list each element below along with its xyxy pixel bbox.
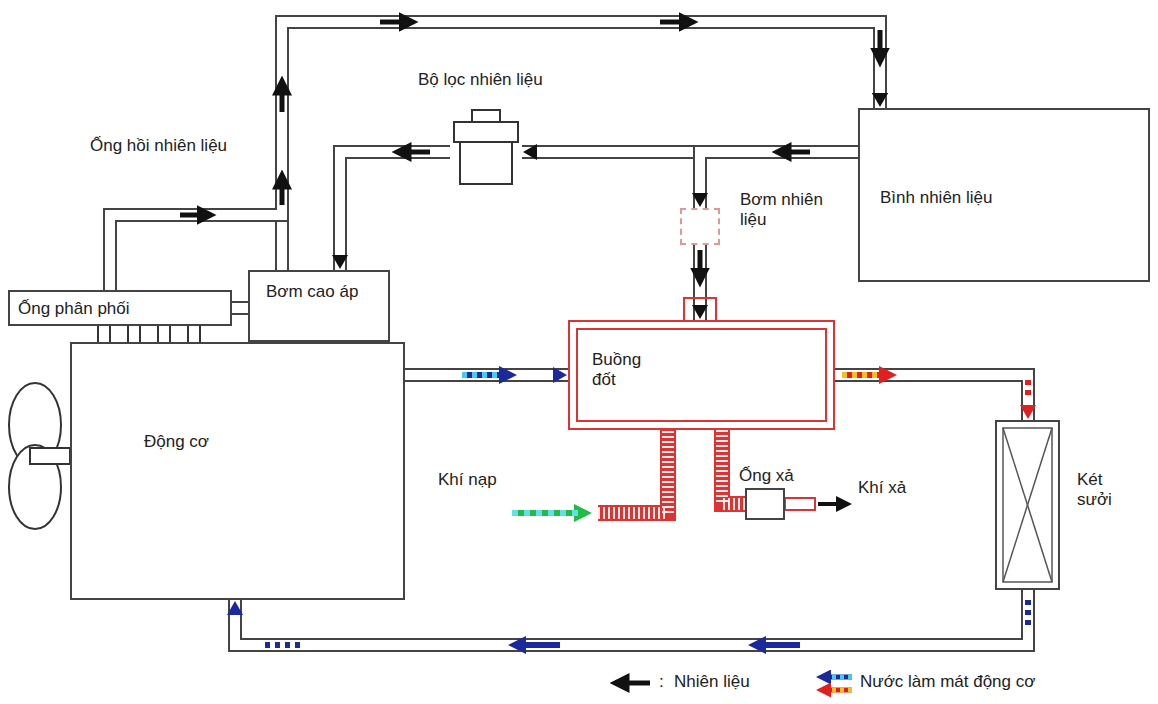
component-label: Bộ lọc nhiên liệu [418, 70, 638, 90]
pipe-connector [282, 22, 888, 270]
exhaust-out [785, 498, 842, 510]
annotation-label: Khí xả [856, 478, 908, 498]
component-label: Ống phân phối [18, 299, 218, 319]
component-label: Két sưởi [1077, 470, 1137, 511]
arrow-head [872, 93, 888, 107]
arrow-head [553, 367, 567, 383]
component-label: Buồng đốt [592, 350, 664, 391]
fan [9, 383, 70, 529]
arrow-head [1020, 405, 1036, 419]
component-box: Bình nhiên liệu [858, 108, 1150, 282]
arrow-head [332, 255, 348, 269]
arrow-head [227, 601, 243, 615]
filter-shape [450, 108, 522, 188]
component-label: Bình nhiên liệu [880, 188, 1080, 208]
arrow-head [523, 144, 537, 160]
pipe-connector [332, 152, 450, 270]
injector-lines [98, 326, 200, 342]
inlet-frame [684, 298, 716, 320]
component-box: Bơm cao áp [248, 270, 390, 342]
component-label: Ống xả [739, 466, 809, 486]
component-box: Bộ lọc nhiên liệu [450, 108, 522, 188]
intake-pipe [512, 430, 668, 513]
annotation-label: : [657, 672, 666, 692]
component-label: Bơm cao áp [266, 282, 361, 302]
arrow-head [692, 193, 708, 207]
pipe-connector [835, 375, 1036, 420]
component-box: Két sưởi [995, 420, 1060, 590]
fuel-arrows [180, 22, 880, 275]
component-box: Buồng đốt [568, 320, 835, 430]
pipe-connector [692, 245, 708, 320]
legend-text: Nước làm mát động cơ [858, 672, 1037, 692]
component-box: Bơm nhiên liệu [680, 208, 720, 245]
annotation-label: Ống hồi nhiên liệu [88, 136, 229, 156]
component-label: Bơm nhiên liệu [740, 190, 832, 231]
pipe-connector [405, 367, 568, 383]
component-box: Động cơ [70, 342, 405, 600]
pipe-connector [232, 308, 248, 309]
heater-core-cross [997, 422, 1058, 588]
arrow-head [692, 305, 708, 319]
component-box: Ống phân phối [8, 290, 232, 326]
annotation-label: Khí nạp [436, 470, 499, 490]
component-label: Động cơ [144, 432, 294, 452]
component-box: Ống xả [745, 488, 785, 520]
legend-text: Nhiên liệu [672, 672, 752, 692]
